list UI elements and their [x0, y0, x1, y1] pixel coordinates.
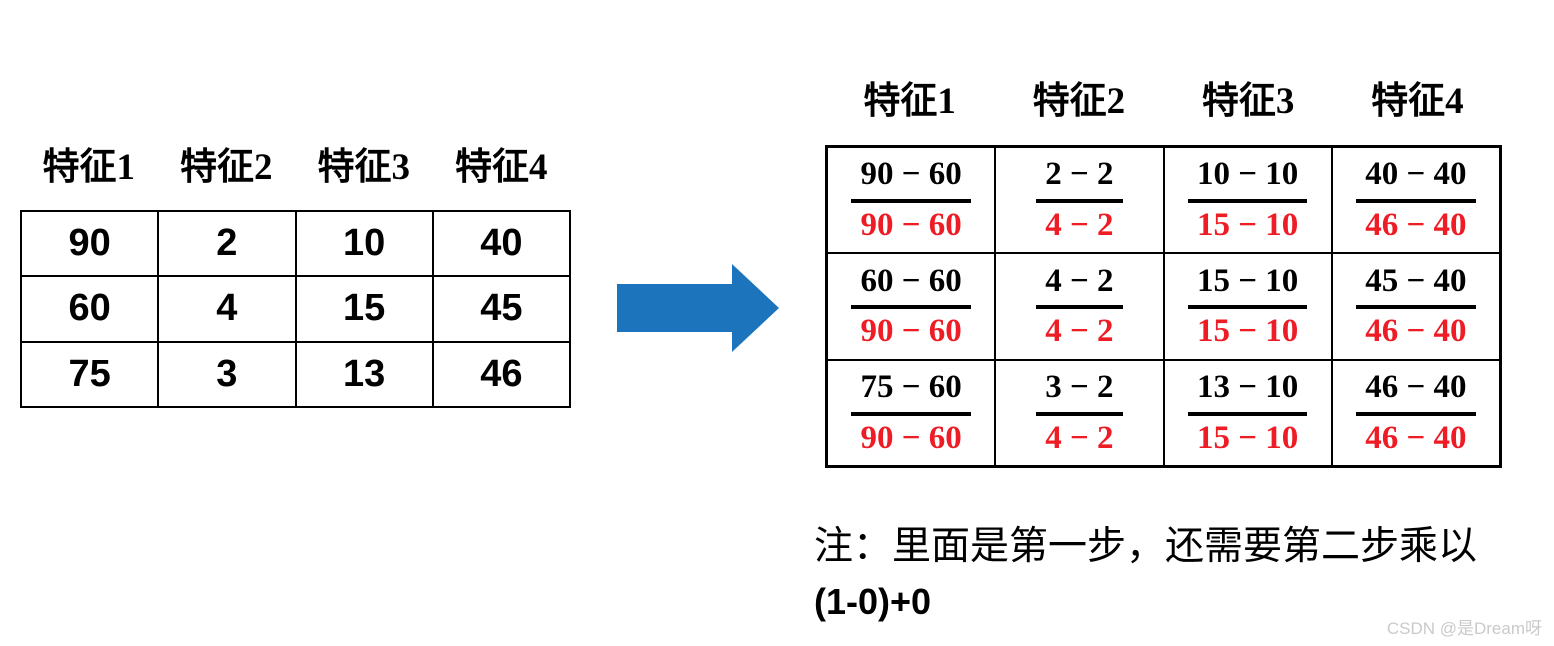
right-table-header: 特征3 [1201, 80, 1295, 122]
fraction-denominator: 15 − 10 [1196, 419, 1299, 456]
table-cell: 60 [22, 277, 158, 341]
fraction-cell: 45 − 40 46 − 40 [1332, 254, 1499, 359]
fraction-numerator: 90 − 60 [851, 155, 971, 204]
fraction-cell: 13 − 10 15 − 10 [1164, 360, 1331, 465]
fraction-denominator: 4 − 2 [1045, 419, 1114, 456]
left-table-header: 特征4 [455, 146, 548, 188]
fraction-denominator: 90 − 60 [860, 419, 962, 456]
note-line-1: 注：里面是第一步，还需要第二步乘以 [814, 525, 1478, 568]
table-cell: 3 [159, 342, 295, 406]
fraction-cell: 40 − 40 46 − 40 [1332, 148, 1499, 253]
fraction-cell: 3 − 2 4 − 2 [996, 360, 1163, 465]
fraction-denominator: 90 − 60 [860, 207, 962, 244]
table-cell: 40 [433, 212, 569, 276]
fraction-numerator: 4 − 2 [1036, 262, 1123, 310]
table-cell: 46 [433, 342, 569, 406]
table-cell: 4 [159, 277, 295, 341]
fraction-numerator: 3 − 2 [1036, 368, 1123, 416]
fraction-cell: 46 − 40 46 − 40 [1332, 360, 1499, 465]
fraction-cell: 90 − 60 90 − 60 [828, 148, 995, 253]
table-cell: 45 [433, 277, 569, 341]
fraction-numerator: 10 − 10 [1187, 155, 1308, 204]
fraction-numerator: 40 − 40 [1356, 155, 1476, 204]
table-cell: 2 [159, 212, 295, 276]
left-table-header: 特征2 [180, 146, 273, 188]
normalized-table: 90 − 60 90 − 60 2 − 2 4 − 2 10 − 10 15 −… [825, 145, 1502, 468]
note: 注：里面是第一步，还需要第二步乘以 (1-0)+0 [814, 524, 1530, 623]
fraction-cell: 60 − 60 90 − 60 [828, 254, 995, 359]
table-cell: 13 [296, 342, 432, 406]
right-table-header-row: 特征1 特征2 特征3 特征4 [825, 72, 1502, 130]
table-cell: 90 [22, 212, 158, 276]
fraction-cell: 2 − 2 4 − 2 [996, 148, 1163, 253]
fraction-numerator: 45 − 40 [1356, 262, 1476, 310]
fraction-denominator: 46 − 40 [1365, 419, 1467, 456]
fraction-numerator: 46 − 40 [1356, 368, 1476, 416]
fraction-denominator: 4 − 2 [1045, 313, 1114, 350]
fraction-cell: 15 − 10 15 − 10 [1164, 254, 1331, 359]
right-table-header: 特征4 [1371, 80, 1464, 122]
fraction-numerator: 60 − 60 [851, 262, 971, 310]
left-feature-table: 90 2 10 40 60 4 15 45 75 3 13 46 [20, 210, 571, 408]
fraction-denominator: 15 − 10 [1196, 313, 1299, 350]
right-table-header: 特征2 [1032, 80, 1126, 122]
fraction-cell: 75 − 60 90 − 60 [828, 360, 995, 465]
fraction-numerator: 15 − 10 [1187, 262, 1308, 310]
table-cell: 15 [296, 277, 432, 341]
left-table-header: 特征3 [317, 146, 411, 188]
csdn-watermark: CSDN @是Dream呀 [1386, 619, 1542, 638]
fraction-denominator: 90 − 60 [860, 313, 962, 350]
fraction-numerator: 13 − 10 [1187, 368, 1308, 416]
fraction-numerator: 2 − 2 [1036, 155, 1123, 204]
left-table-header-row: 特征1 特征2 特征3 特征4 [20, 138, 570, 196]
right-arrow-icon [617, 264, 779, 354]
fraction-denominator: 46 − 40 [1365, 207, 1467, 244]
table-cell: 75 [22, 342, 158, 406]
right-table-header: 特征1 [863, 80, 956, 122]
left-table-header: 特征1 [42, 146, 136, 188]
fraction-numerator: 75 − 60 [851, 368, 971, 416]
table-cell: 10 [296, 212, 432, 276]
fraction-denominator: 15 − 10 [1196, 207, 1299, 244]
note-line-2: (1-0)+0 [814, 580, 932, 622]
fraction-cell: 4 − 2 4 − 2 [996, 254, 1163, 359]
fraction-cell: 10 − 10 15 − 10 [1164, 148, 1331, 253]
fraction-denominator: 4 − 2 [1045, 207, 1114, 244]
fraction-denominator: 46 − 40 [1365, 313, 1467, 350]
